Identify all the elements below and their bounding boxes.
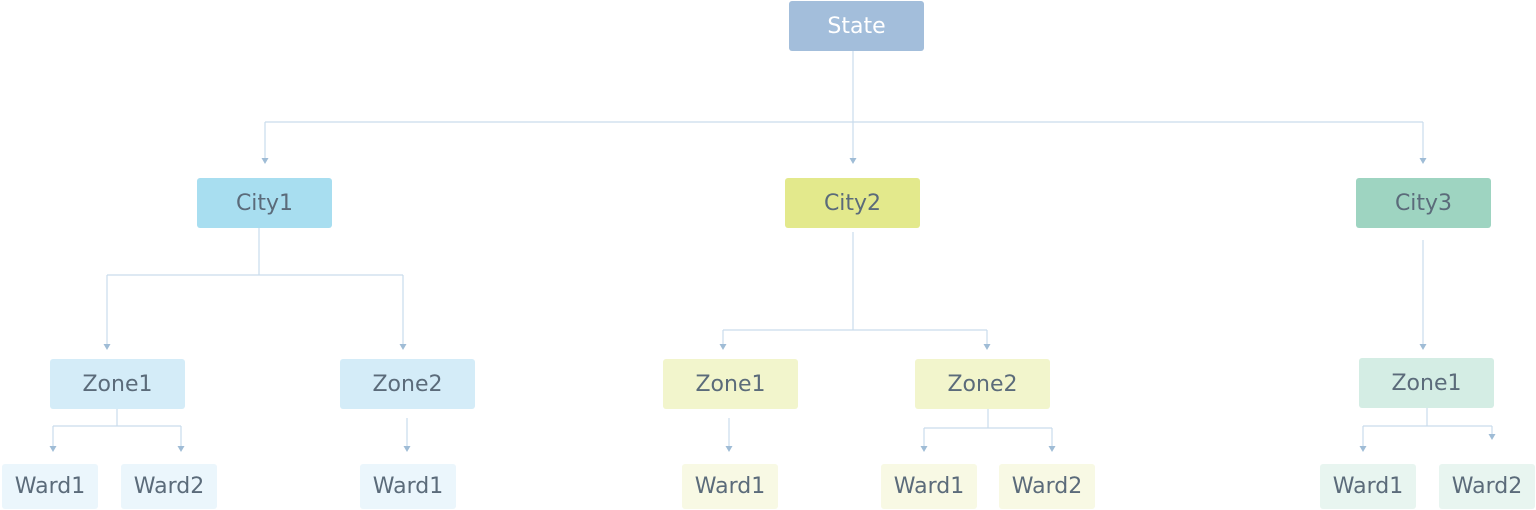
state-link-arrow-1-icon bbox=[261, 158, 269, 164]
c1z2-link-arrow-1-icon bbox=[403, 446, 411, 452]
c2z1-link-arrow-1-icon bbox=[725, 446, 733, 452]
c2z2-link-arrow-1-icon bbox=[920, 446, 928, 452]
node-city3-zone1-ward2: Ward2 bbox=[1439, 464, 1535, 509]
node-city3-zone1: Zone1 bbox=[1359, 358, 1494, 408]
c2z2-link-arrow-2-icon bbox=[1048, 446, 1056, 452]
node-city1-zone1-ward2: Ward2 bbox=[121, 464, 217, 509]
node-city1-zone2-ward1: Ward1 bbox=[360, 464, 456, 509]
city1-link-arrow-1-icon bbox=[103, 344, 111, 350]
node-city2-zone1-ward1: Ward1 bbox=[682, 464, 778, 509]
state-link-arrow-3-icon bbox=[1419, 158, 1427, 164]
node-city2-zone2-ward1: Ward1 bbox=[881, 464, 977, 509]
city3-link-arrow-1-icon bbox=[1419, 344, 1427, 350]
city1-link-arrow-2-icon bbox=[399, 344, 407, 350]
c3z1-link-arrow-2-icon bbox=[1488, 434, 1496, 440]
city2-link-arrow-1-icon bbox=[719, 344, 727, 350]
c3z1-link-arrow-1-icon bbox=[1359, 446, 1367, 452]
node-city1-zone2: Zone2 bbox=[340, 359, 475, 409]
node-city3-zone1-ward1: Ward1 bbox=[1320, 464, 1416, 509]
node-city1-zone1-ward1: Ward1 bbox=[2, 464, 98, 509]
city2-link-arrow-2-icon bbox=[983, 344, 991, 350]
node-city2-zone1: Zone1 bbox=[663, 359, 798, 409]
c1z1-link-arrow-2-icon bbox=[177, 446, 185, 452]
node-city2: City2 bbox=[785, 178, 920, 228]
node-city2-zone2-ward2: Ward2 bbox=[999, 464, 1095, 509]
node-city3: City3 bbox=[1356, 178, 1491, 228]
node-city2-zone2: Zone2 bbox=[915, 359, 1050, 409]
c1z1-link-arrow-1-icon bbox=[49, 446, 57, 452]
node-city1-zone1: Zone1 bbox=[50, 359, 185, 409]
node-state: State bbox=[789, 1, 924, 51]
node-city1: City1 bbox=[197, 178, 332, 228]
state-link-arrow-2-icon bbox=[849, 158, 857, 164]
